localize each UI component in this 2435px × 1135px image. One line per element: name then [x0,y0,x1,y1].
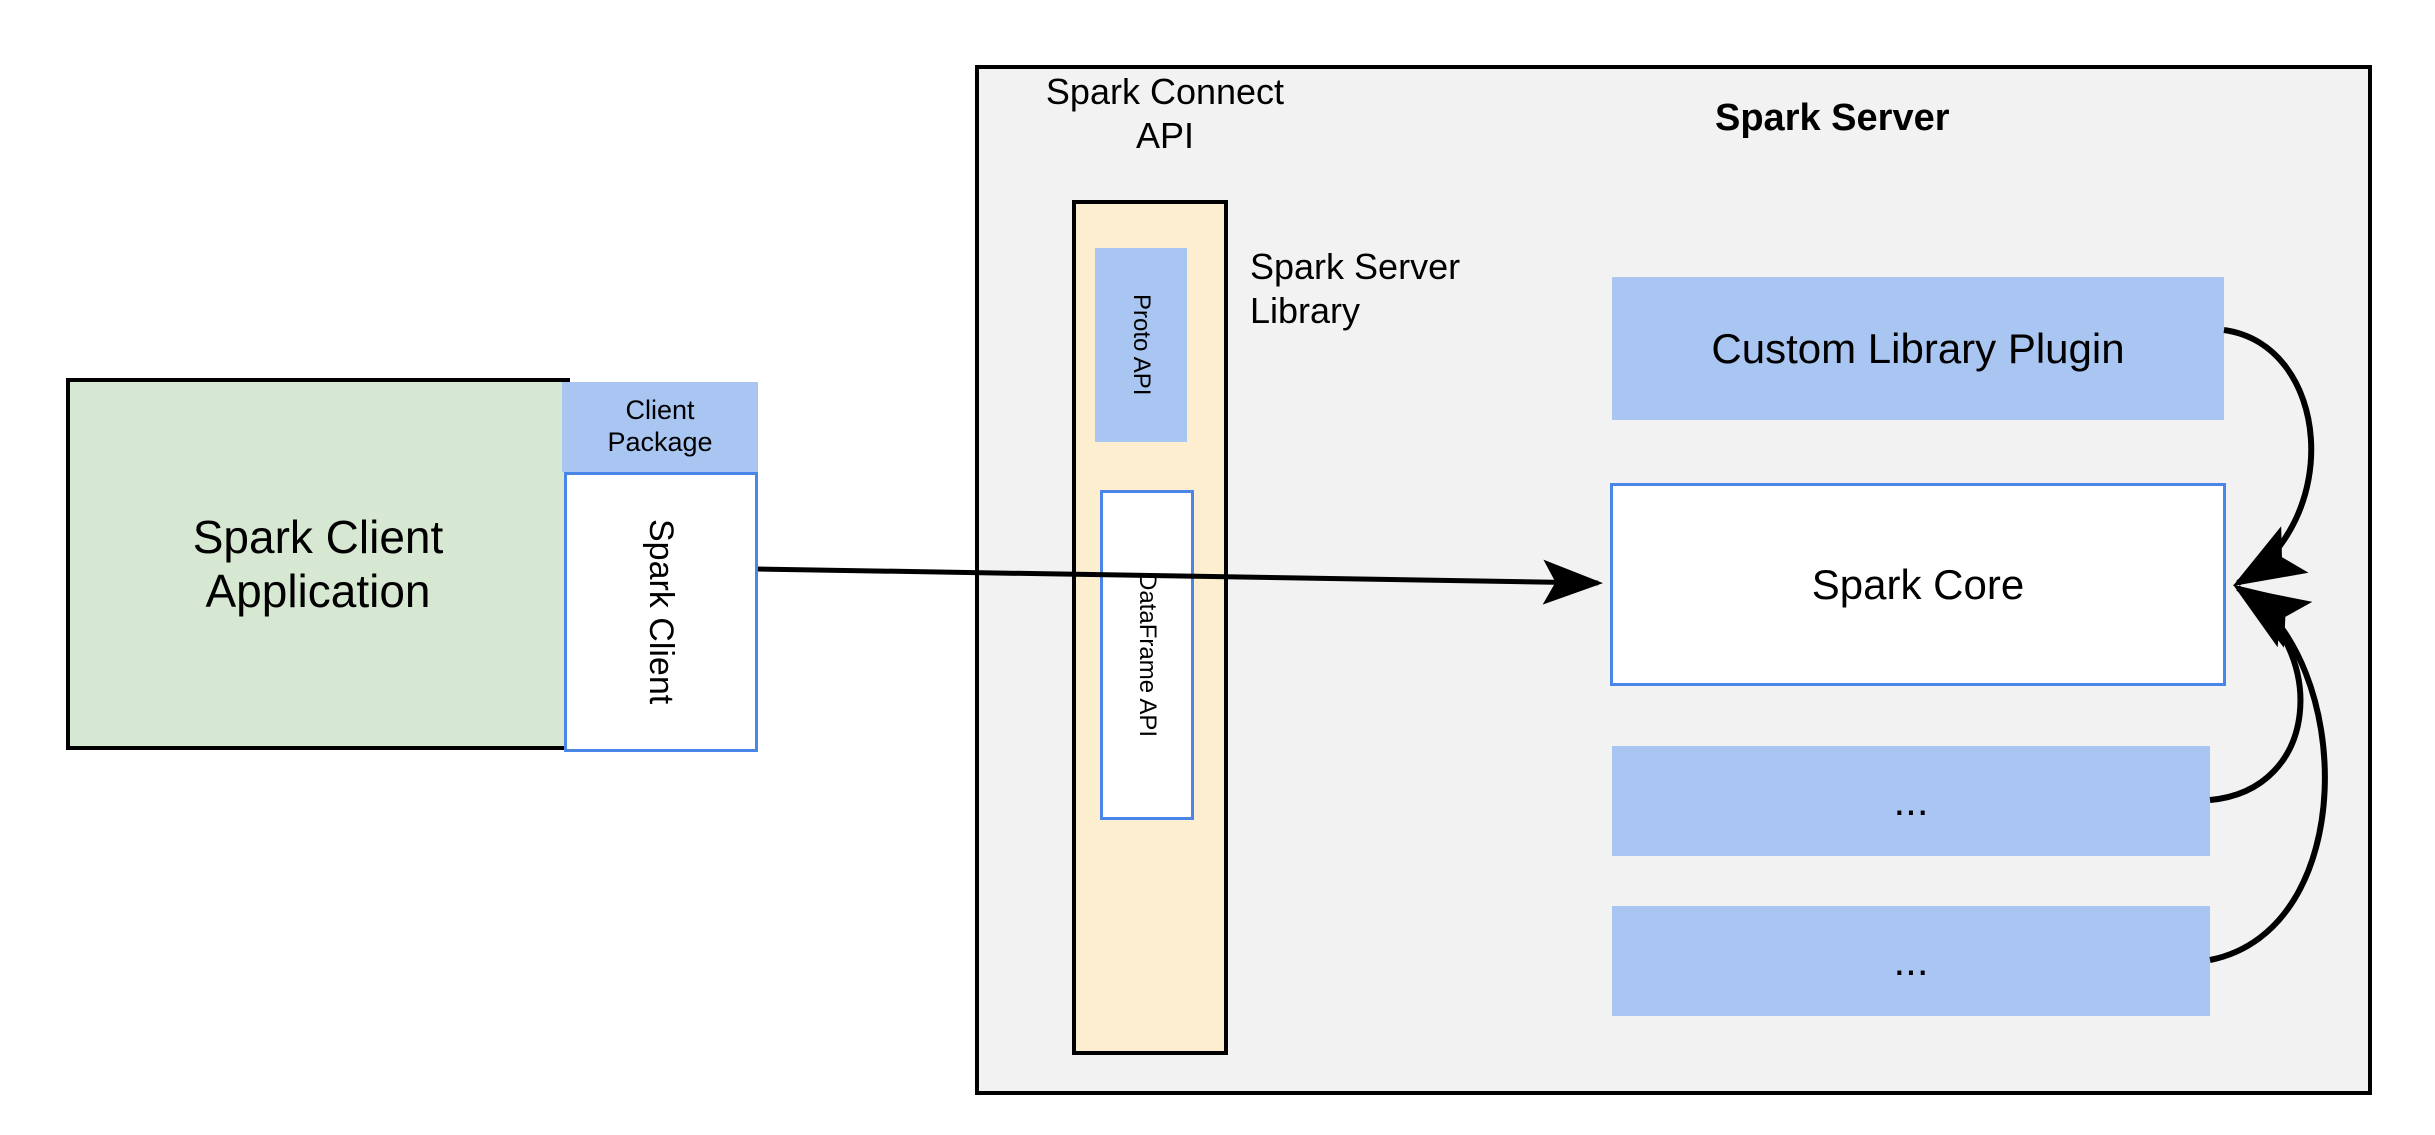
client-package-label: Client Package [607,395,713,457]
spark-client-application-box[interactable]: Spark Client Application [66,378,570,750]
spark-client-application-label: Spark Client Application [192,510,444,617]
spark-server-library-label: Spark Server Library [1250,246,1461,331]
proto-api-label: Proto API [1128,294,1156,396]
custom-library-plugin-label: Custom Library Plugin [1711,324,2125,372]
spark-client-box[interactable]: Spark Client [564,472,758,752]
spark-connect-api-label: Spark Connect API [1045,71,1285,156]
spark-core-box[interactable]: Spark Core [1610,483,2226,686]
proto-api-box[interactable]: Proto API [1095,248,1187,442]
spark-server-title: Spark Server [1715,97,1950,139]
custom-library-plugin-box[interactable]: Custom Library Plugin [1612,277,2224,420]
etc-box-2-label: ... [1893,937,1929,985]
dataframe-api-box[interactable]: DataFrame API [1100,490,1194,820]
etc-box-1-label: ... [1893,777,1929,825]
client-package-box[interactable]: Client Package [562,382,758,472]
spark-client-label: Spark Client [642,519,681,705]
etc-box-1[interactable]: ... [1612,746,2210,856]
dataframe-api-label: DataFrame API [1134,572,1162,738]
etc-box-2[interactable]: ... [1612,906,2210,1016]
spark-core-label: Spark Core [1811,560,2025,608]
